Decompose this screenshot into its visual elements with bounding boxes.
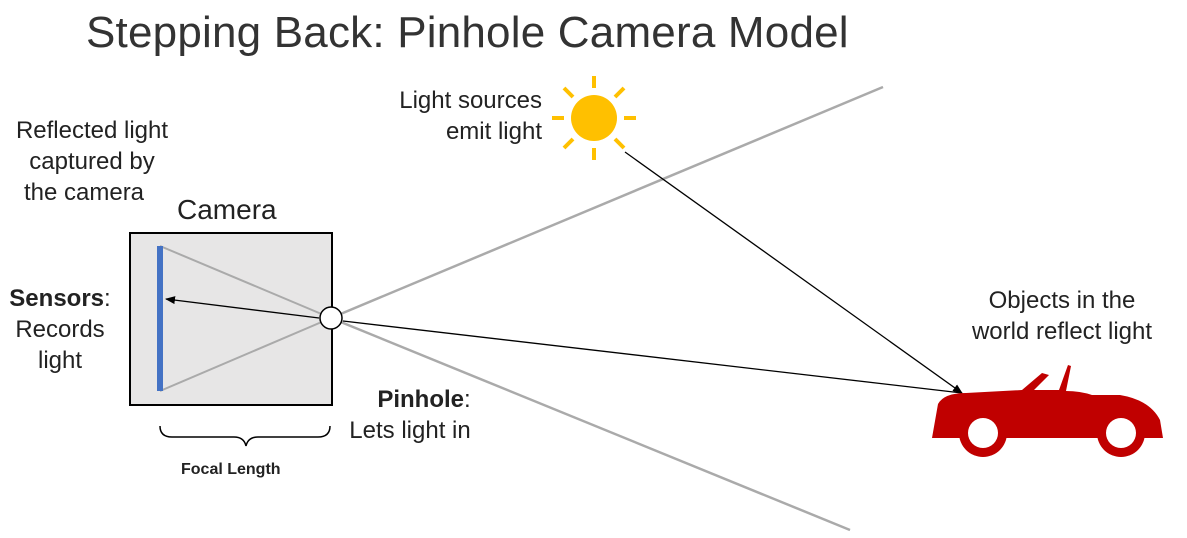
sun-icon xyxy=(552,76,636,160)
light-ray-sun-to-car xyxy=(625,152,962,393)
pinhole-label: Pinhole: Lets light in xyxy=(336,384,484,446)
car-icon xyxy=(932,365,1163,457)
light-sources-label: Light sources emit light xyxy=(380,85,542,147)
reflected-light-label: Reflected light captured by the camera xyxy=(0,115,184,208)
pinhole-circle xyxy=(320,307,342,329)
focal-length-brace xyxy=(160,426,330,446)
objects-label: Objects in the world reflect light xyxy=(944,285,1180,347)
sensors-label: Sensors: Records light xyxy=(0,283,120,376)
camera-label: Camera xyxy=(177,194,277,225)
light-ray-car-to-pinhole xyxy=(343,321,962,393)
focal-length-label: Focal Length xyxy=(181,454,281,485)
